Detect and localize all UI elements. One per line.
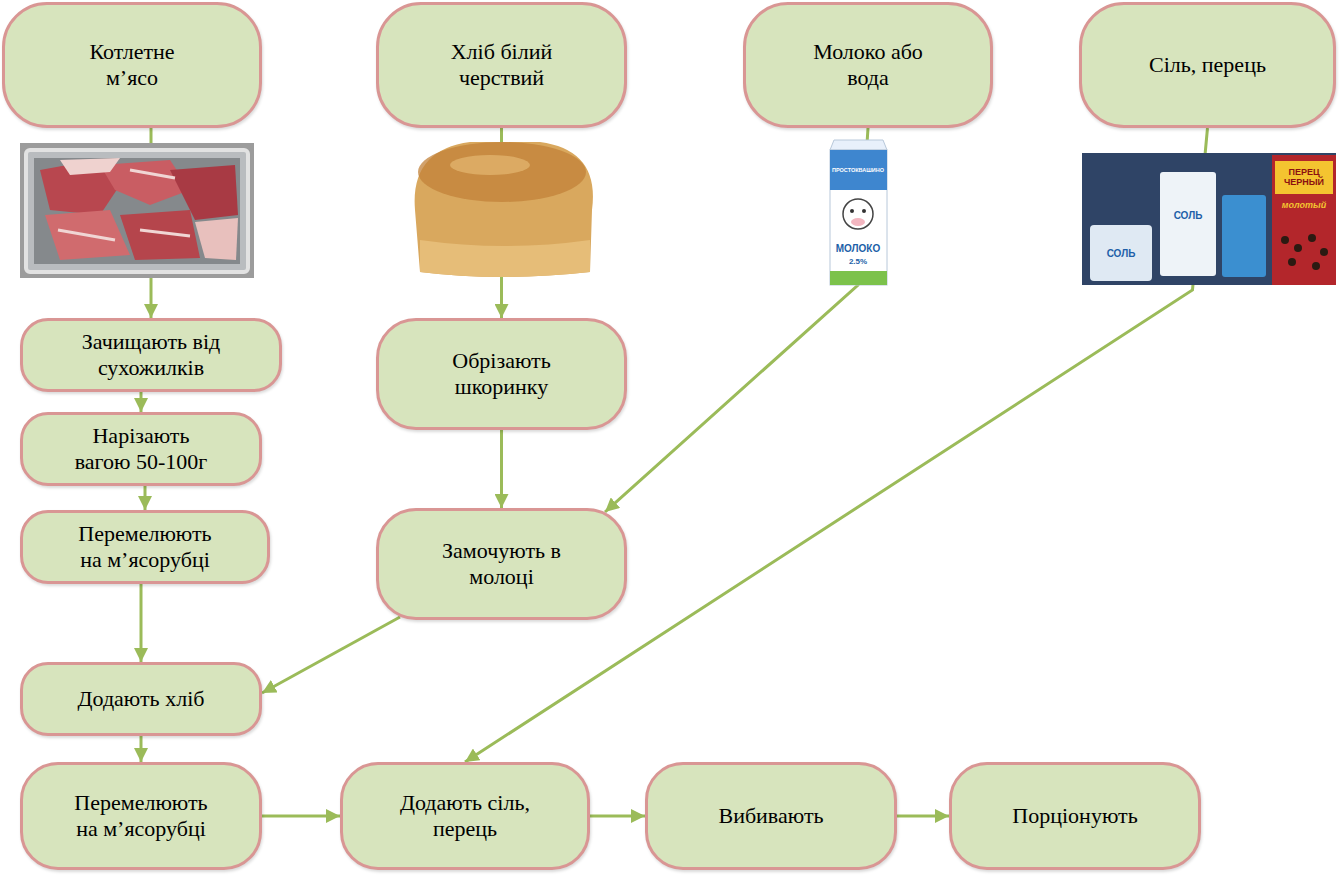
carton-band <box>830 150 887 190</box>
flow-arrow <box>605 128 868 512</box>
fat-streak <box>58 170 190 240</box>
process-box: Вибивають <box>645 762 897 870</box>
process-box: Котлетне м’ясо <box>2 2 262 128</box>
process-box: Додають сіль, перець <box>340 762 590 870</box>
flow-arrow <box>140 736 143 762</box>
text-wrap: Зачищають від сухожилків <box>51 329 251 382</box>
text-wrap: Вибивають <box>718 803 823 829</box>
edge-group <box>141 128 1208 816</box>
tray-bottom <box>34 158 240 264</box>
node-text: Додають хліб <box>78 686 205 712</box>
text-wrap: Додають сіль, перець <box>385 790 545 843</box>
node-text: Додають сіль, перець <box>385 790 545 843</box>
salt-bag <box>1090 225 1152 281</box>
node-text: Порціонують <box>1012 803 1137 829</box>
flow-arrow <box>140 584 143 662</box>
package-text: 2.5% <box>830 258 886 267</box>
text-wrap: Замочують в молоці <box>427 538 577 591</box>
node-text: Обрізають шкоринку <box>437 348 567 401</box>
node-text: Вибивають <box>718 803 823 829</box>
package-text: ПРОСТОКВАШИНО <box>830 167 886 173</box>
package-text: молотый <box>1274 201 1334 211</box>
text-wrap: Додають хліб <box>78 686 205 712</box>
node-text: Перемелюють на м’ясорубці <box>66 790 216 843</box>
process-box: Перемелюють на м’ясорубці <box>20 510 270 584</box>
salt-bag <box>1160 172 1216 276</box>
flow-arrow <box>140 392 143 412</box>
salt-pepper-picture <box>1082 153 1336 285</box>
process-box: Нарізають вагою 50-100г <box>20 412 262 486</box>
process-box: Додають хліб <box>20 662 262 736</box>
package-text: МОЛОКО <box>830 243 886 254</box>
text-wrap: Порціонують <box>1012 803 1137 829</box>
process-box: Зачищають від сухожилків <box>20 318 282 392</box>
package-text: СОЛЬ <box>1161 210 1215 221</box>
peppercorn <box>1320 248 1328 256</box>
flow-arrow <box>144 486 147 510</box>
process-box: Хліб білий черствий <box>376 2 627 128</box>
peppercorn <box>1281 236 1289 244</box>
cow-eye <box>862 209 866 213</box>
peppercorns <box>1281 234 1328 270</box>
package-text: СОЛЬ <box>1092 248 1150 259</box>
tray <box>26 150 248 272</box>
node-text: Хліб білий черствий <box>432 39 572 92</box>
peppercorn <box>1308 234 1316 242</box>
flow-arrow <box>262 815 340 818</box>
carton-grass <box>830 271 887 285</box>
process-box: Молоко або вода <box>743 2 993 128</box>
node-text: Нарізають вагою 50-100г <box>69 423 214 476</box>
peppercorn <box>1288 258 1296 266</box>
node-text: Молоко або вода <box>803 39 933 92</box>
flow-arrow <box>897 815 949 818</box>
node-text: Перемелюють на м’ясорубці <box>70 521 220 574</box>
cow-nose <box>851 218 865 226</box>
text-wrap: Молоко або вода <box>803 39 933 92</box>
node-text: Сіль, перець <box>1149 52 1266 78</box>
bread-crust <box>418 142 586 202</box>
bread-side <box>420 240 590 277</box>
node-text: Зачищають від сухожилків <box>51 329 251 382</box>
process-box: Замочують в молоці <box>376 508 627 620</box>
bread-picture <box>415 142 593 277</box>
text-wrap: Обрізають шкоринку <box>437 348 567 401</box>
cow-face <box>843 199 873 229</box>
salt-bag <box>1222 195 1266 277</box>
text-wrap: Нарізають вагою 50-100г <box>69 423 214 476</box>
flow-arrow <box>500 430 503 508</box>
text-wrap: Перемелюють на м’ясорубці <box>66 790 216 843</box>
bread-loaf <box>415 142 593 277</box>
carton-body <box>830 150 887 285</box>
package-text: ПЕРЕЦ ЧЕРНЫЙ <box>1276 168 1332 188</box>
counter <box>20 143 254 278</box>
peppercorn <box>1312 262 1320 270</box>
fat-piece <box>60 158 120 175</box>
text-wrap: Перемелюють на м’ясорубці <box>70 521 220 574</box>
carton-top <box>830 140 887 150</box>
bread-highlight <box>450 155 530 175</box>
backdrop <box>1082 153 1336 285</box>
flow-arrow <box>262 617 400 693</box>
peppercorn <box>1294 244 1302 252</box>
process-box: Сіль, перець <box>1079 2 1336 128</box>
text-wrap: Хліб білий черствий <box>432 39 572 92</box>
flow-arrow <box>590 815 645 818</box>
pepper-label-ground <box>1275 161 1333 194</box>
process-box: Порціонують <box>949 762 1201 870</box>
pepper-packet <box>1272 155 1336 285</box>
process-box: Перемелюють на м’ясорубці <box>20 762 262 870</box>
node-text: Котлетне м’ясо <box>62 39 202 92</box>
text-wrap: Котлетне м’ясо <box>62 39 202 92</box>
cow-eye <box>850 209 854 213</box>
process-box: Обрізають шкоринку <box>376 318 627 430</box>
fat-piece <box>195 218 238 260</box>
node-text: Замочують в молоці <box>427 538 577 591</box>
text-wrap: Сіль, перець <box>1149 52 1266 78</box>
milk-carton <box>830 140 887 285</box>
meat-picture <box>20 143 254 278</box>
